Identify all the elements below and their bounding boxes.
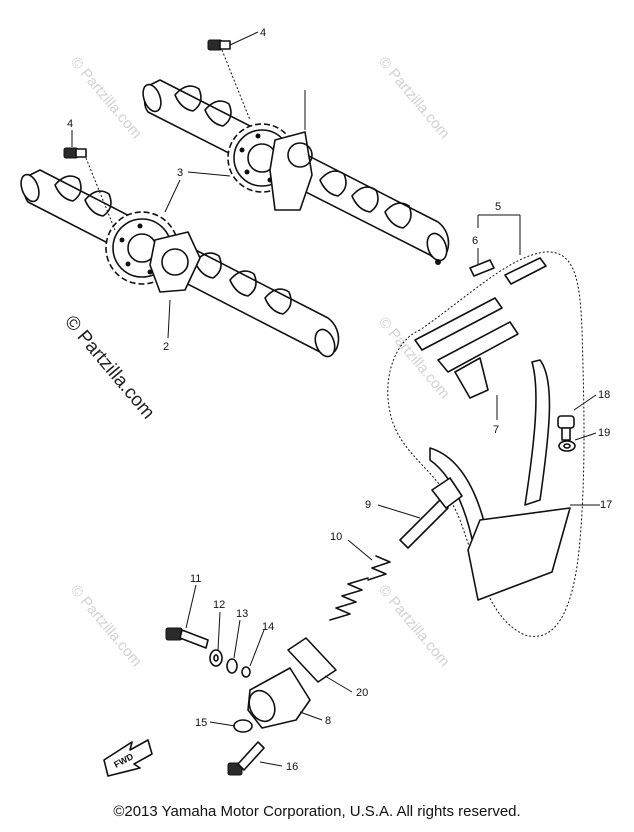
callout-17: 17 bbox=[600, 499, 612, 511]
copyright-notice: ©2013 Yamaha Motor Corporation, U.S.A. A… bbox=[113, 803, 521, 820]
callout-19: 19 bbox=[598, 427, 610, 439]
tensioner-spring bbox=[329, 539, 391, 621]
watermark: © Partzilla.com bbox=[375, 582, 453, 670]
tensioner-screw bbox=[165, 584, 209, 649]
tensioner-cap bbox=[209, 719, 253, 733]
sprocket-bolt-upper bbox=[207, 31, 259, 121]
callout-15: 15 bbox=[195, 717, 207, 729]
callout-16: 16 bbox=[286, 761, 298, 773]
callout-13: 13 bbox=[236, 608, 248, 620]
washer-12 bbox=[209, 611, 223, 667]
tensioner-gasket bbox=[287, 637, 353, 693]
callout-3: 3 bbox=[177, 167, 183, 179]
callouts: 2 3 4 4 5 6 7 8 9 10 11 12 13 14 15 16 1… bbox=[67, 27, 612, 773]
cam-chain-loop bbox=[387, 251, 585, 637]
watermark: © Partzilla.com bbox=[67, 582, 145, 670]
callout-9: 9 bbox=[365, 499, 371, 511]
tensioner-bolt bbox=[227, 741, 283, 776]
callout-4-lower: 4 bbox=[67, 118, 73, 130]
camshaft-upper bbox=[142, 79, 450, 265]
tensioner-rod bbox=[377, 477, 463, 549]
chain-guide-upper bbox=[437, 321, 519, 420]
forward-arrow-icon: FWD bbox=[103, 739, 153, 777]
watermark-main: © Partzilla.com bbox=[60, 312, 158, 424]
sprocket-bolt-lower bbox=[63, 130, 116, 231]
callout-12: 12 bbox=[213, 599, 225, 611]
callout-14: 14 bbox=[262, 621, 274, 633]
watermark: © Partzilla.com bbox=[375, 54, 453, 142]
callout-5: 5 bbox=[495, 201, 501, 213]
callout-7: 7 bbox=[493, 424, 499, 436]
tensioner-body bbox=[247, 667, 323, 729]
flange-upper bbox=[269, 90, 313, 211]
guide-bolt bbox=[557, 394, 597, 441]
callout-4-upper: 4 bbox=[260, 27, 266, 39]
cam-chain bbox=[414, 214, 547, 351]
washer-13 bbox=[226, 619, 241, 674]
callout-20: 20 bbox=[356, 687, 368, 699]
watermark: © Partzilla.com bbox=[67, 54, 145, 142]
guide-washer bbox=[558, 432, 597, 452]
chain-guide-tensioner bbox=[429, 359, 600, 601]
washer-14 bbox=[241, 629, 265, 678]
callout-8: 8 bbox=[325, 715, 331, 727]
callout-18: 18 bbox=[598, 389, 610, 401]
flange-lower bbox=[149, 231, 201, 293]
callout-10: 10 bbox=[330, 531, 342, 543]
camshaft-lower bbox=[20, 169, 340, 358]
callout-11: 11 bbox=[190, 573, 201, 585]
callout-6: 6 bbox=[472, 235, 478, 247]
callout-2: 2 bbox=[163, 341, 169, 353]
